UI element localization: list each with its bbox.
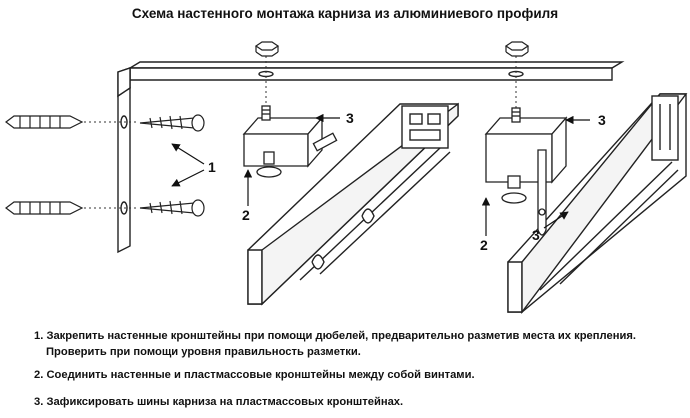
- rail-left: [247, 102, 459, 306]
- mounting-diagram: 1 3 2 3 2 3: [5, 41, 688, 315]
- callout-hook-right: 3: [532, 227, 540, 243]
- callout-plastic-bracket-right: 2: [480, 237, 488, 253]
- instruction-step-1-line-2: Проверить при помощи уровня правильность…: [46, 346, 361, 358]
- instruction-step-3-line-1: 3. Зафиксировать шины карниза на пластма…: [34, 396, 404, 408]
- callout-rail-right: 3: [598, 112, 606, 128]
- plastic-bracket-left: [242, 105, 338, 178]
- diagram-title: Схема настенного монтажа карниза из алюм…: [131, 6, 559, 21]
- dowel-top: [5, 115, 84, 129]
- instruction-step-2-line-1: 2. Соединить настенные и пластмассовые к…: [34, 369, 475, 381]
- plastic-bracket-right: [484, 107, 568, 236]
- callout-wall-bracket: 1: [208, 159, 216, 175]
- screw-top: [139, 114, 205, 132]
- dowel-bottom: [5, 201, 84, 215]
- callout-rail-left: 3: [346, 110, 354, 126]
- callout-plastic-bracket-left: 2: [242, 207, 250, 223]
- instruction-step-2: 2. Соединить настенные и пластмассовые к…: [34, 367, 475, 383]
- wall-bracket: [117, 61, 625, 254]
- instruction-step-3: 3. Зафиксировать шины карниза на пластма…: [34, 394, 403, 410]
- nut-left: [254, 41, 280, 57]
- rail-right: [507, 93, 688, 315]
- instruction-step-1: 1. Закрепить настенные кронштейны при по…: [34, 328, 636, 360]
- nut-right: [504, 41, 530, 57]
- instruction-step-1-line-1: 1. Закрепить настенные кронштейны при по…: [34, 330, 636, 342]
- callout-arrows: [171, 113, 590, 236]
- screw-bottom: [139, 199, 205, 217]
